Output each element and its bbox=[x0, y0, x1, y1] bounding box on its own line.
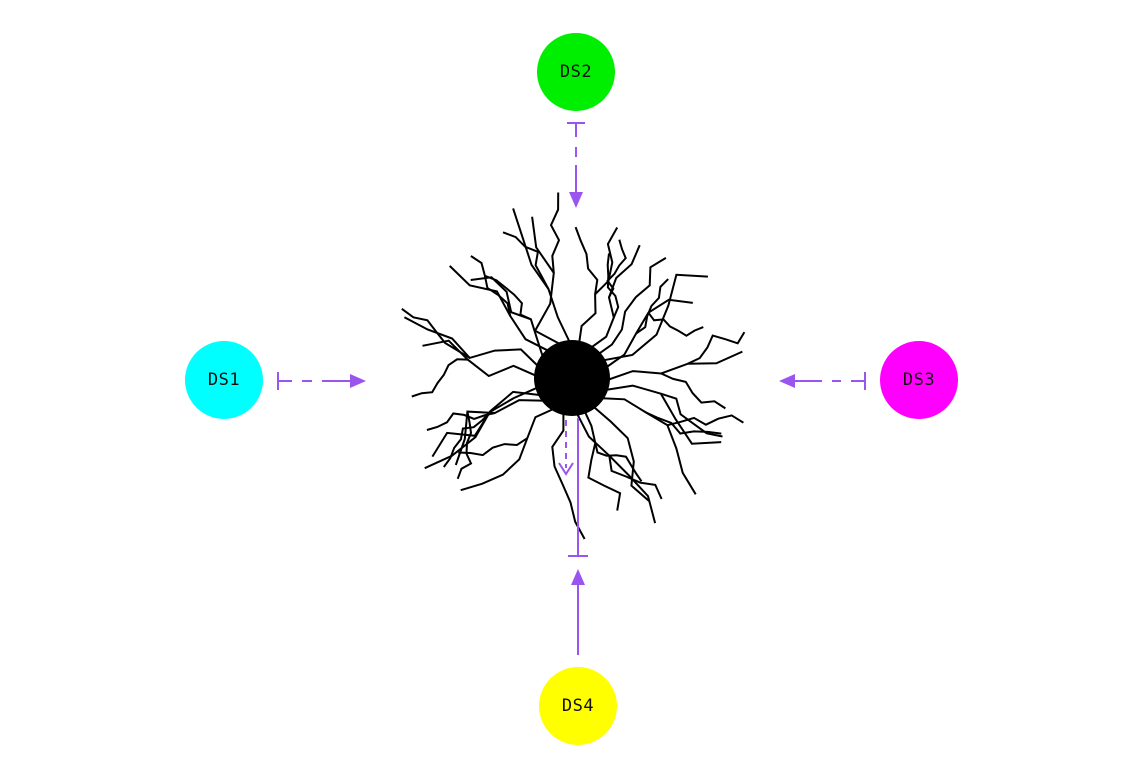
hub-branch bbox=[599, 397, 697, 495]
node-ds1[interactable]: DS1 bbox=[185, 341, 263, 419]
hub-branch bbox=[667, 414, 744, 427]
arrow-ds2-to-hub bbox=[567, 122, 585, 208]
node-ds4-label: DS4 bbox=[561, 696, 595, 716]
node-ds4[interactable]: DS4 bbox=[539, 667, 617, 745]
hub-branch bbox=[470, 276, 545, 360]
hub-branch bbox=[449, 265, 551, 353]
hub-branch bbox=[596, 257, 667, 356]
hub-branch bbox=[583, 409, 622, 511]
hub-branch bbox=[603, 384, 722, 445]
hub-branch bbox=[606, 253, 620, 318]
hub-branch bbox=[454, 399, 547, 466]
arrows bbox=[277, 122, 866, 655]
hub-branch bbox=[574, 226, 599, 295]
hub-branch bbox=[403, 316, 541, 369]
hub-branch bbox=[687, 331, 746, 365]
arrow-ds3-to-hub bbox=[779, 372, 866, 390]
node-ds2[interactable]: DS2 bbox=[537, 33, 615, 111]
hub-circle bbox=[534, 340, 610, 416]
hub-branch bbox=[424, 390, 543, 470]
hub-inhibit-line bbox=[568, 418, 588, 557]
hub-branch bbox=[422, 339, 539, 378]
hub-branch bbox=[456, 411, 473, 480]
hub-branch bbox=[591, 404, 651, 503]
hub-branch bbox=[575, 411, 657, 524]
node-ds3-label: DS3 bbox=[902, 370, 936, 390]
hub-branch bbox=[549, 192, 561, 273]
hub-branch bbox=[588, 244, 641, 350]
node-ds3[interactable]: DS3 bbox=[880, 341, 958, 419]
arrow-ds1-to-hub bbox=[277, 372, 366, 390]
hub-branch bbox=[660, 372, 726, 410]
hub-branch bbox=[411, 358, 468, 398]
hub-branch bbox=[635, 278, 669, 335]
hub-dashed-output-arrow bbox=[558, 420, 574, 476]
arrow-ds4-to-hub bbox=[571, 569, 585, 655]
node-ds1-label: DS1 bbox=[207, 370, 241, 390]
hub-branch bbox=[502, 231, 550, 290]
hub-branch bbox=[460, 406, 557, 492]
hub-branch bbox=[458, 437, 528, 457]
hub-branch bbox=[594, 442, 643, 482]
hub-branch bbox=[601, 273, 708, 362]
hub-branch bbox=[604, 298, 693, 370]
hub-branch bbox=[431, 385, 540, 458]
hub-branch bbox=[551, 410, 586, 540]
hub-branch bbox=[645, 411, 722, 435]
hub-branch bbox=[605, 350, 743, 382]
node-ds2-label: DS2 bbox=[559, 62, 593, 82]
hub-branch bbox=[470, 255, 512, 317]
hub-branch bbox=[577, 227, 619, 345]
hub-branch bbox=[647, 312, 704, 337]
hub-branch bbox=[512, 208, 572, 345]
hub-branch bbox=[426, 412, 496, 431]
hub-branches bbox=[401, 192, 746, 540]
hub-branch bbox=[531, 216, 563, 347]
